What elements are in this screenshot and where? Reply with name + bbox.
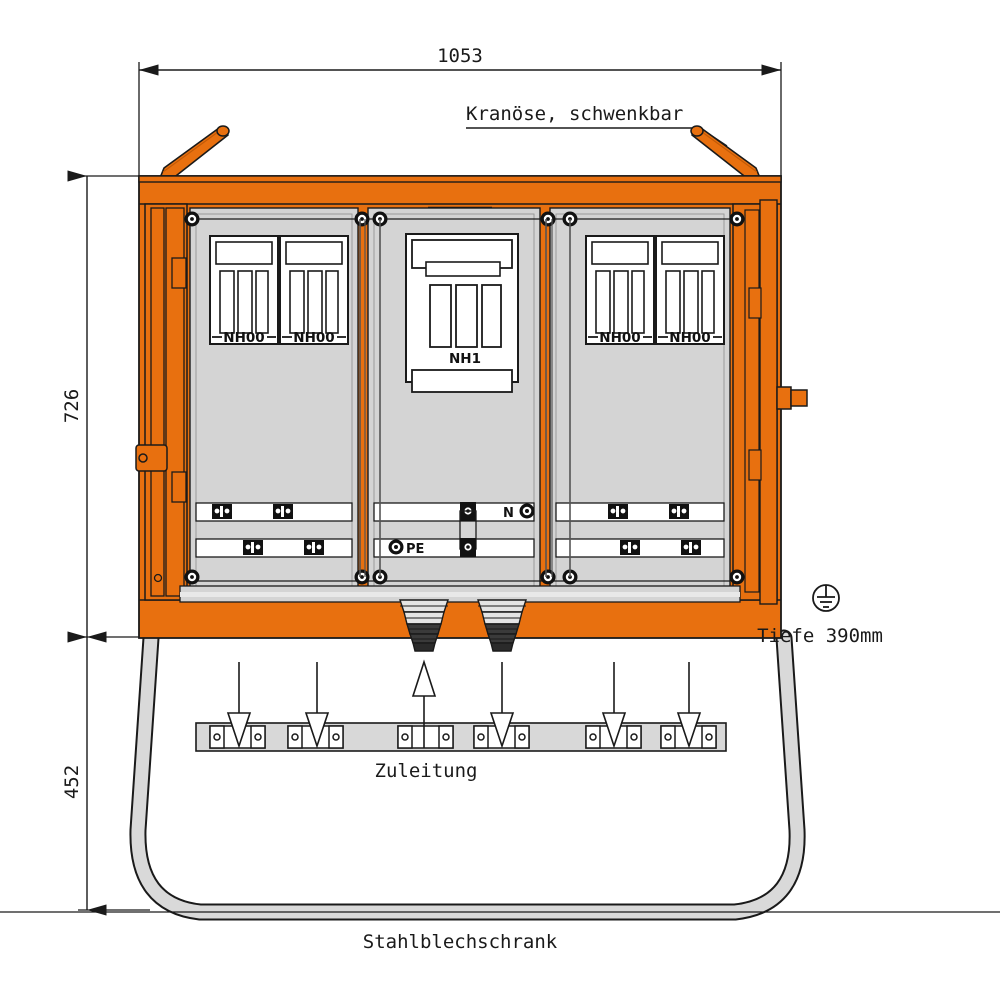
fuse-label: NH00 [669,330,710,346]
cable-entry-3 [397,659,454,749]
panel-rails [190,218,730,582]
door-right[interactable] [732,199,808,605]
screw [729,569,745,585]
cable-gland-1 [399,599,449,652]
screw [540,569,556,585]
cable-entry-6 [660,662,717,749]
crane-eye-label: Kranöse, schwenkbar [466,103,683,125]
cable-entry-4 [473,662,530,749]
screw [354,569,370,585]
fuse-nh00-r2[interactable]: NH00 [655,235,725,346]
terminal-clamp [681,540,701,555]
hinge-left [135,444,168,472]
terminal-clamp [608,504,628,519]
terminal-clamp [273,504,293,519]
cable-entry-2 [287,662,344,749]
dimension-height-stand: 452 [61,631,150,916]
depth-label: Tiefe 390mm [757,625,883,647]
fuse-label: NH1 [449,351,481,367]
fuse-label: NH00 [293,330,334,346]
terminal-bar-upper [195,502,725,522]
door-handle[interactable] [776,386,808,410]
earth-ground-icon [812,584,840,612]
fuse-nh00-l2[interactable]: NH00 [279,235,349,346]
cable-gland-2 [477,599,527,652]
supply-line-label: Zuleitung [375,760,478,782]
fuse-nh00-l1[interactable]: NH00 [209,235,279,346]
screw [354,211,370,227]
fuse-label: NH00 [599,330,640,346]
door-left[interactable] [135,203,188,601]
dimension-height-stand-value: 452 [61,765,83,799]
cable-duct-bar [195,722,727,752]
terminal-clamp [212,504,232,519]
cable-entry-1 [209,662,266,749]
screw [729,211,745,227]
dimension-height-cabinet-value: 726 [61,389,83,423]
terminal-clamp [620,540,640,555]
terminal-pe-label: PE [406,542,424,557]
panel-dividers [359,219,571,577]
screw [184,211,200,227]
cabinet-base-strip [179,585,741,603]
terminal-neutral-label: N [503,506,514,521]
fuse-group-left: NH00 NH00 [209,235,349,346]
cabinet-type-label: Stahlblechschrank [363,931,558,953]
screw [540,211,556,227]
fuse-label: NH00 [223,330,264,346]
screw [184,569,200,585]
dimension-width-value: 1053 [437,45,483,67]
crane-eye-right [690,125,761,180]
fuse-nh00-r1[interactable]: NH00 [585,235,655,346]
terminal-clamp [669,504,689,519]
cable-entry-5 [585,662,642,749]
terminal-neutral: N [503,503,535,521]
terminal-bar-lower [195,510,725,558]
dimension-width: 1053 [138,45,782,180]
tubular-stand-frame [0,629,1000,921]
terminal-clamp [304,540,324,555]
terminal-clamp [243,540,263,555]
terminal-protective-earth: PE [388,539,424,557]
fuse-group-right: NH00 NH00 [585,235,725,346]
fuse-nh1-center[interactable]: NH1 [405,233,519,393]
